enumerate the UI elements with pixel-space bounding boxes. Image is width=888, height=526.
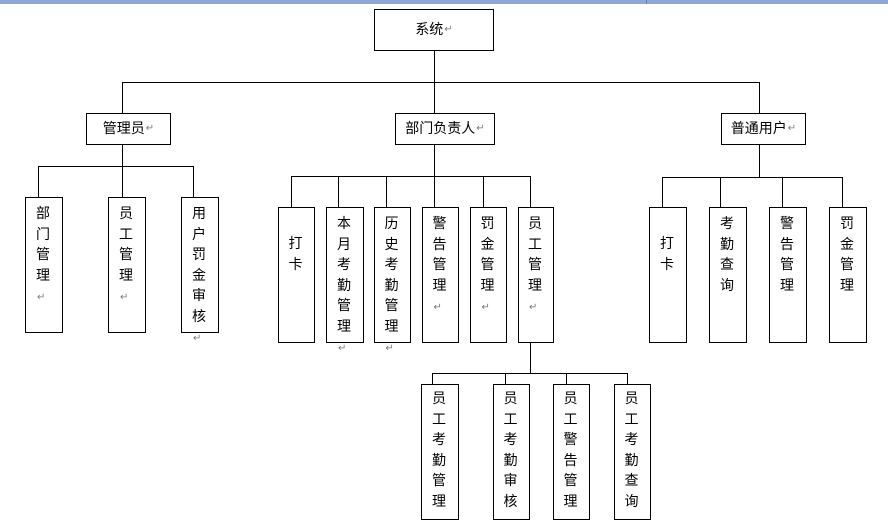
node-dept-mgmt: 部门管理↵ [25, 197, 63, 333]
node-user-fine-mgmt: 罚金管理 [829, 207, 867, 343]
node-label: 管理员 [102, 121, 145, 137]
node-user-warning-mgmt: 警告管理 [769, 207, 807, 343]
node-label: 员工考勤审核 [503, 391, 518, 510]
node-emp-attendance-mgmt: 员工考勤管理 [421, 384, 459, 520]
node-label: 员工警告管理 [563, 391, 578, 510]
return-mark-icon: ↵ [193, 333, 202, 344]
node-label: 员工管理↵ [119, 206, 133, 303]
node-monthly-attendance: 本月考勤管理↵ [326, 207, 364, 354]
node-label: 系统 [415, 22, 444, 38]
return-mark-icon: ↵ [476, 123, 485, 134]
node-label: 历史考勤管理↵ [384, 216, 399, 354]
node-warning-mgmt: 警告管理↵ [422, 207, 459, 343]
node-employee-mgmt: 员工管理↵ [518, 207, 554, 343]
node-history-attendance: 历史考勤管理↵ [374, 207, 411, 354]
node-normal-user: 普通用户↵ [721, 113, 806, 145]
node-label: 考勤查询 [720, 216, 734, 294]
node-fine-mgmt: 罚金管理↵ [470, 207, 507, 343]
node-staff-mgmt: 员工管理↵ [108, 197, 146, 333]
node-label: 部门负责人 [405, 121, 476, 137]
return-mark-icon: ↵ [433, 302, 442, 313]
node-dept-head: 部门负责人↵ [395, 113, 495, 145]
node-system: 系统↵ [374, 9, 494, 51]
node-label: 警告管理 [780, 216, 794, 294]
node-label: 员工考勤管理 [432, 391, 446, 510]
return-mark-icon: ↵ [444, 24, 453, 35]
node-label: 警告管理↵ [432, 216, 447, 313]
node-label: 员工管理↵ [528, 216, 542, 313]
node-label: 部门管理↵ [36, 206, 50, 303]
node-admin: 管理员↵ [86, 113, 171, 145]
ruler-marks [0, 0, 888, 4]
node-label: 普通用户 [730, 121, 787, 137]
node-label: 罚金管理 [840, 216, 854, 294]
return-mark-icon: ↵ [529, 302, 538, 313]
node-label: 罚金管理↵ [480, 216, 495, 313]
node-label: 打卡 [660, 236, 674, 273]
node-label: 打卡 [288, 236, 303, 273]
return-mark-icon: ↵ [145, 123, 155, 134]
node-attendance-query: 考勤查询 [709, 207, 747, 343]
return-mark-icon: ↵ [37, 292, 46, 303]
node-label: 用户罚金审核↵ [192, 206, 206, 344]
node-user-clock-in: 打卡 [649, 207, 687, 343]
node-emp-attendance-review: 员工考勤审核 [493, 384, 530, 520]
node-clock-in: 打卡 [278, 207, 315, 343]
return-mark-icon: ↵ [481, 302, 490, 313]
return-mark-icon: ↵ [120, 292, 129, 303]
node-label: 本月考勤管理↵ [337, 216, 351, 354]
return-mark-icon: ↵ [787, 123, 797, 134]
node-emp-attendance-query: 员工考勤查询 [614, 384, 651, 520]
return-mark-icon: ↵ [385, 343, 394, 354]
node-label: 员工考勤查询 [624, 391, 639, 510]
node-user-fine-review: 用户罚金审核↵ [181, 197, 219, 344]
return-mark-icon: ↵ [338, 343, 347, 354]
node-emp-warning-mgmt: 员工警告管理 [553, 384, 590, 520]
